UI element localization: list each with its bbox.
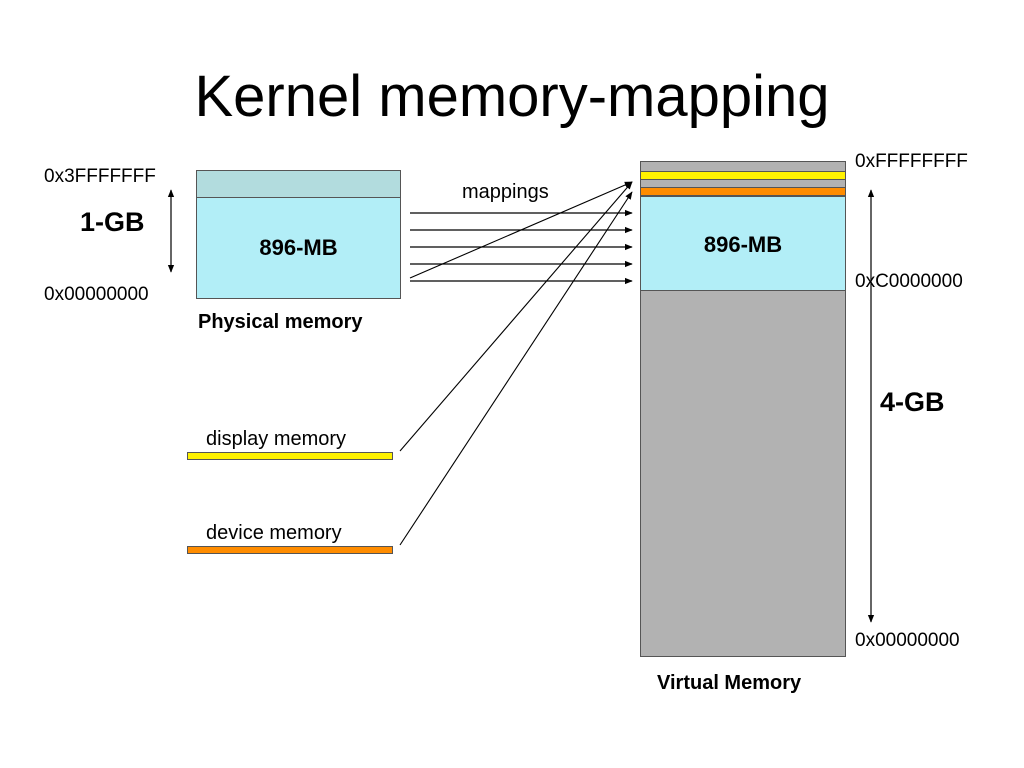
virtual-memory-caption: Virtual Memory <box>657 672 802 694</box>
physical-memory-block: 896-MB <box>196 170 401 299</box>
virtual-memory-block: 896-MB <box>640 161 846 657</box>
device-memory-label: device memory <box>206 522 342 544</box>
virtual-size-label: 4-GB <box>880 387 945 417</box>
slide-title: Kernel memory-mapping <box>194 64 830 129</box>
physical-size-label: 1-GB <box>80 207 145 237</box>
display-memory-label: display memory <box>206 428 347 450</box>
virtual-low-memory-region <box>641 196 845 291</box>
physical-memory-caption: Physical memory <box>198 311 363 333</box>
virtual-device-memory-region <box>641 187 845 196</box>
device-memory-mapping-arrow <box>399 191 633 546</box>
virtual-kernel-base-address: 0xC0000000 <box>855 271 963 292</box>
virtual-low-memory-label: 896-MB <box>703 232 783 257</box>
physical-top-address: 0x3FFFFFFF <box>44 166 156 187</box>
physical-low-region-label: 896-MB <box>259 235 338 260</box>
physical-high-mapping-arrow <box>409 181 633 279</box>
virtual-bottom-address: 0x00000000 <box>855 630 960 651</box>
display-memory-mapping-arrow <box>399 181 633 452</box>
physical-bottom-address: 0x00000000 <box>44 284 149 305</box>
mappings-label: mappings <box>462 181 549 203</box>
physical-high-region <box>197 171 400 198</box>
display-memory-bar <box>187 452 393 460</box>
virtual-display-memory-region <box>641 171 845 180</box>
virtual-top-address: 0xFFFFFFFF <box>855 151 968 172</box>
device-memory-bar <box>187 546 393 554</box>
